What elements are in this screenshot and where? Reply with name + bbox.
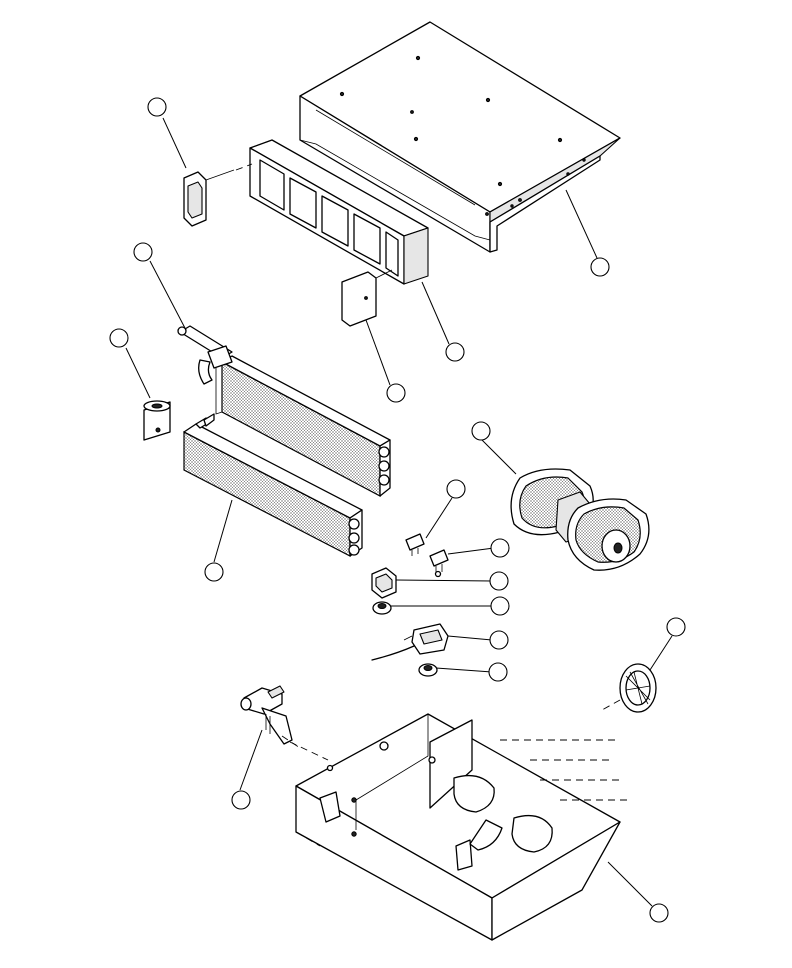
callout-5 xyxy=(133,242,153,262)
callout-9 xyxy=(490,538,510,558)
toggle-switch-a xyxy=(405,533,425,556)
callout-15 xyxy=(204,562,224,582)
callout-17 xyxy=(649,903,669,923)
evaporator-core xyxy=(183,413,363,557)
callout-10 xyxy=(489,571,509,591)
callout-6 xyxy=(109,328,129,348)
fan-grille xyxy=(601,663,657,713)
thermostat-with-lead xyxy=(371,623,449,661)
callout-8 xyxy=(446,479,466,499)
top-housing-cover xyxy=(299,21,621,253)
callout-leaders xyxy=(125,117,673,907)
air-outlet-duct xyxy=(249,139,429,285)
mounting-clip xyxy=(183,169,235,227)
relay-module xyxy=(371,567,397,599)
callout-13 xyxy=(488,662,508,682)
grommet-upper xyxy=(372,601,392,615)
alignment-lines xyxy=(235,163,329,761)
callout-14 xyxy=(666,617,686,637)
cover-plate xyxy=(341,269,393,327)
callout-16 xyxy=(231,790,251,810)
callout-3 xyxy=(445,342,465,362)
callout-1 xyxy=(147,97,167,117)
toggle-switch-b xyxy=(429,549,449,578)
callout-11 xyxy=(490,596,510,616)
callout-bubbles xyxy=(109,97,686,923)
callout-12 xyxy=(489,630,509,650)
blower-assembly xyxy=(510,468,650,571)
callout-4 xyxy=(386,383,406,403)
heater-core xyxy=(177,325,391,497)
callout-2 xyxy=(590,257,610,277)
base-pan xyxy=(295,713,630,941)
drain-fitting xyxy=(240,685,293,745)
expansion-valve xyxy=(143,400,171,441)
callout-7 xyxy=(471,421,491,441)
grommet-lower xyxy=(418,663,438,677)
